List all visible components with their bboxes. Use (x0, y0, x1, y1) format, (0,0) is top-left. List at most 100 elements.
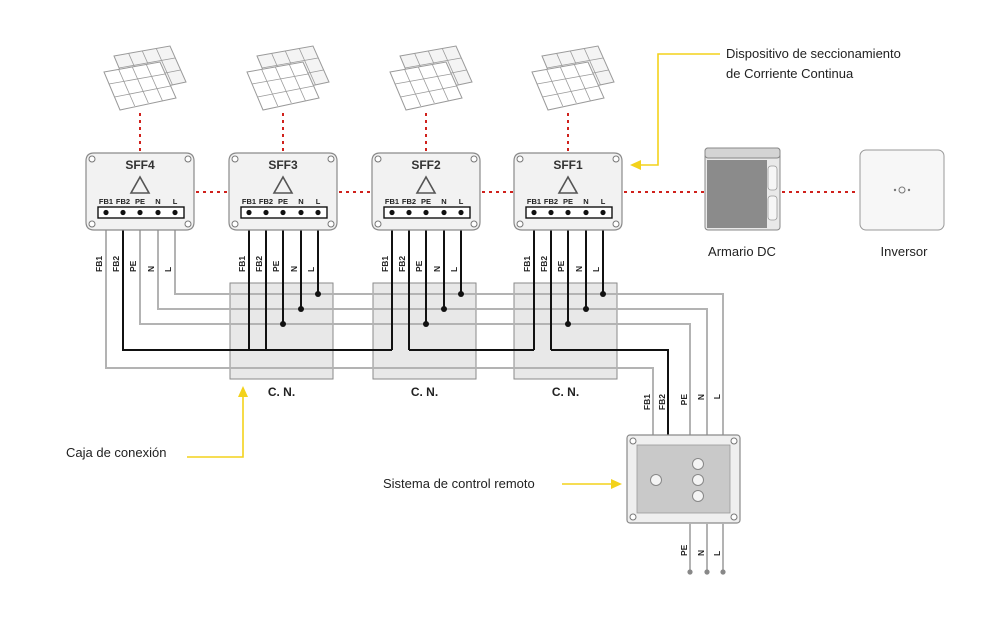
remote-input-label: FB2 (657, 394, 667, 410)
terminal-screw (263, 209, 269, 216)
solar-panel-icon (246, 45, 330, 111)
junction-dot (565, 321, 571, 327)
wire (174, 212, 724, 435)
terminal-screw (172, 209, 178, 216)
junction-dot (600, 291, 606, 297)
wire-label: PE (556, 260, 566, 272)
wire-label: FB2 (539, 256, 549, 272)
junction-dot (315, 291, 321, 297)
mount-hole (184, 155, 192, 163)
remote-control-box (626, 434, 741, 524)
terminal-screw (155, 209, 161, 216)
terminal-screw (600, 209, 606, 216)
warning-triangle-icon (129, 175, 151, 194)
mount-hole (184, 220, 192, 228)
junction-box-label: C. N. (552, 385, 579, 399)
junction-box-label: C. N. (268, 385, 295, 399)
junction-box-label: C. N. (411, 385, 438, 399)
wire-label: L (591, 267, 601, 272)
terminal-screw (298, 209, 304, 216)
dc-cabinet-label: Armario DC (708, 244, 776, 259)
terminal-screw (137, 209, 143, 216)
junction-dot (441, 306, 447, 312)
wire-label: FB2 (254, 256, 264, 272)
mount-hole (374, 220, 382, 228)
terminal-label: L (601, 197, 606, 206)
wiring (105, 212, 724, 435)
inverter-label: Inversor (881, 244, 929, 259)
solar-panel-icon (389, 45, 473, 111)
terminal-screw (246, 209, 252, 216)
junction-box-labels: C. N. C. N. C. N. (268, 385, 579, 399)
terminal-screw (103, 209, 109, 216)
junction-boxes (229, 282, 618, 380)
terminal-label: L (316, 197, 321, 206)
terminal-label: L (173, 197, 178, 206)
mount-hole (327, 155, 335, 163)
dc-switch-pointer (640, 53, 720, 166)
terminal-label: L (459, 197, 464, 206)
terminal-screw (423, 209, 429, 216)
mount-hole (88, 155, 96, 163)
mount-hole (88, 220, 96, 228)
output-terminal (704, 569, 710, 575)
wire-label: L (449, 267, 459, 272)
terminal-label: FB2 (402, 197, 416, 206)
output-terminal (687, 569, 693, 575)
mount-hole (327, 220, 335, 228)
terminal-screw (583, 209, 589, 216)
junction-box-pointer (187, 396, 244, 458)
solar-panels (103, 45, 615, 111)
remote-input-label: N (696, 394, 706, 400)
wire-label: PE (128, 260, 138, 272)
mount-hole (470, 220, 478, 228)
junction-box-annotation: Caja de conexión (66, 445, 166, 460)
wire-label: N (146, 266, 156, 272)
wire-label: FB2 (397, 256, 407, 272)
remote-output-label: N (696, 550, 706, 556)
wire-label: N (574, 266, 584, 272)
mount-hole (612, 155, 620, 163)
terminal-screw (531, 209, 537, 216)
terminal-label: N (583, 197, 588, 206)
wire (551, 349, 669, 435)
wire (105, 212, 654, 435)
terminal-screw (565, 209, 571, 216)
terminal-label: N (441, 197, 446, 206)
terminal-label: PE (278, 197, 288, 206)
junction-box-pointer-arrow (238, 386, 248, 397)
terminal-screw (548, 209, 554, 216)
junction-box (372, 282, 477, 380)
junction-box (513, 282, 618, 380)
wire-label: N (432, 266, 442, 272)
switch-label: SFF2 (411, 158, 441, 172)
terminal-label: PE (563, 197, 573, 206)
terminal-label: FB1 (385, 197, 399, 206)
remote-output-label: PE (679, 544, 689, 556)
annotations: Dispositivo de seccionamiento de Corrien… (66, 46, 901, 491)
switch-label: SFF1 (553, 158, 583, 172)
wire-label: FB1 (380, 256, 390, 272)
dc-switch-pointer-arrow (630, 160, 641, 170)
dc-switch-annotation-line2: de Corriente Continua (726, 66, 854, 81)
wire-label: PE (271, 260, 281, 272)
dc-switch-annotation-line1: Dispositivo de seccionamiento (726, 46, 901, 61)
terminal-label: PE (135, 197, 145, 206)
wire-label: PE (414, 260, 424, 272)
mount-hole (374, 155, 382, 163)
remote-system-pointer-arrow (611, 479, 622, 489)
wire-label: FB1 (522, 256, 532, 272)
junction-dot (298, 306, 304, 312)
dc-cabinet: Armario DC (704, 147, 781, 259)
junction-dot (458, 291, 464, 297)
remote-input-label: FB1 (642, 394, 652, 410)
switch-label: SFF4 (125, 158, 155, 172)
warning-triangle-icon (272, 175, 294, 194)
